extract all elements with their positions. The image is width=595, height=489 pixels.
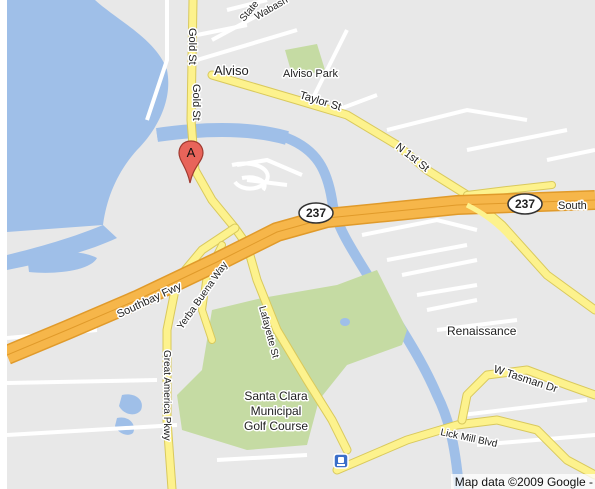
river-water-edge — [156, 123, 289, 145]
street-label-gold-st-upper: Gold St — [186, 28, 198, 65]
place-label-alviso: Alviso — [214, 63, 249, 78]
golf-pond — [340, 318, 350, 326]
map-marker-a[interactable]: A — [175, 139, 207, 185]
place-label-golf-line3: Golf Course — [244, 419, 308, 433]
freeway-237 — [7, 190, 595, 365]
map-pin-icon: A — [178, 140, 204, 184]
route-shield-237-right: 237 — [507, 193, 543, 215]
route-shield-237-right-label: 237 — [515, 197, 535, 211]
place-label-golf-line2: Municipal — [251, 404, 302, 418]
route-shield-237-left-label: 237 — [306, 206, 326, 220]
pond-water-2 — [119, 394, 142, 415]
pond-water — [27, 251, 97, 273]
interchange-ramp — [465, 202, 514, 242]
map-marker-a-label: A — [187, 145, 196, 160]
map-view[interactable]: Gold St Gold St State Wabash Taylor St N… — [7, 0, 595, 489]
place-label-alviso-park: Alviso Park — [283, 68, 339, 80]
route-shield-237-left: 237 — [298, 202, 334, 224]
street-label-great-america-pkwy: Great America Pkwy — [161, 350, 172, 441]
place-label-renaissance: Renaissance — [447, 324, 517, 338]
minor-streets — [7, 0, 595, 462]
place-label-golf-line1: Santa Clara — [244, 389, 308, 403]
map-attribution: Map data ©2009 Google - — [450, 474, 595, 489]
arterial-roads — [162, 0, 595, 489]
loop-road-2 — [241, 175, 267, 192]
loop-road — [231, 161, 270, 191]
map-canvas[interactable]: Gold St Gold St State Wabash Taylor St N… — [7, 0, 595, 489]
bay-water — [7, 0, 169, 232]
street-label-south: South — [558, 200, 587, 212]
street-label-gold-st-lower: Gold St — [190, 84, 202, 121]
alviso-park-area — [285, 44, 325, 78]
rail-station-icon[interactable] — [333, 453, 349, 469]
